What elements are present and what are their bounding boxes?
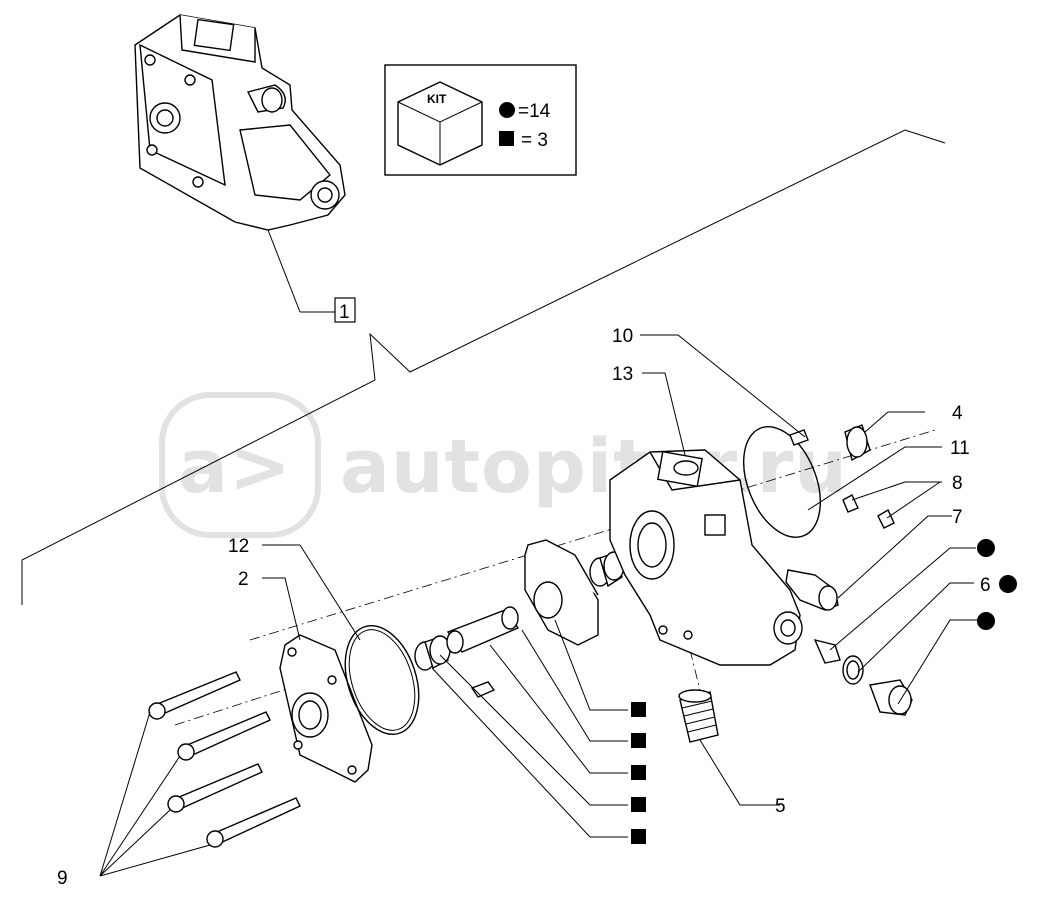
cover-plate-part-2 [279,634,373,783]
watermark: a> autopiter.ru [159,392,848,538]
pump-housing [609,449,803,666]
kit-circle-marker-icon [977,612,995,630]
valve-part-7 [785,569,839,611]
callout-1: 1 [334,297,356,323]
callout-13: 13 [612,364,633,385]
key-piece [470,681,496,698]
axis-line-plug [689,649,701,691]
drive-shaft [446,606,520,654]
callout-5: 5 [775,796,786,817]
kit-square-marker-icon [631,733,646,748]
kit-circle-marker-icon [999,575,1017,593]
housing-bearing [589,551,625,588]
o-ring-part-12 [344,625,420,735]
watermark-site: autopiter.ru [340,424,848,510]
plugs-part-8 [842,494,895,529]
callout-6: 6 [980,575,991,596]
separator-line [21,129,946,605]
square-count: = 3 [521,130,548,151]
callout-4: 4 [952,403,963,424]
pump-assembly-illustration [134,14,346,313]
kit-label: KIT [427,92,447,106]
circle-count: =14 [518,101,551,122]
circle-marker-icon [499,102,515,118]
threaded-plug-part-5 [678,689,719,743]
watermark-logo: a> [178,424,292,510]
gear-rotor [524,539,599,646]
kit-square-marker-icon [631,702,646,717]
bolts-part-9 [148,671,301,848]
kit-legend: KIT =14 = 3 [384,64,577,176]
pin-part-10 [789,429,809,446]
callout-10: 10 [612,326,633,347]
kit-circle-marker-icon [977,539,995,557]
kit-square-marker-icon [631,797,646,812]
kit-square-marker-icon [631,829,646,844]
callout-11: 11 [950,438,970,459]
leader-lines [99,334,978,877]
callout-7: 7 [952,507,963,528]
plug-part-4 [844,424,871,462]
valve-parts-part-6 [813,638,913,716]
callout-2: 2 [238,569,249,590]
needle-bearing [414,635,451,671]
callout-8: 8 [952,473,963,494]
kit-square-marker-icon [631,765,646,780]
callout-9: 9 [57,868,68,889]
square-marker-icon [499,131,514,146]
callout-12: 12 [228,536,249,557]
svg-text:1: 1 [339,302,350,323]
o-ring-part-11 [743,426,821,538]
